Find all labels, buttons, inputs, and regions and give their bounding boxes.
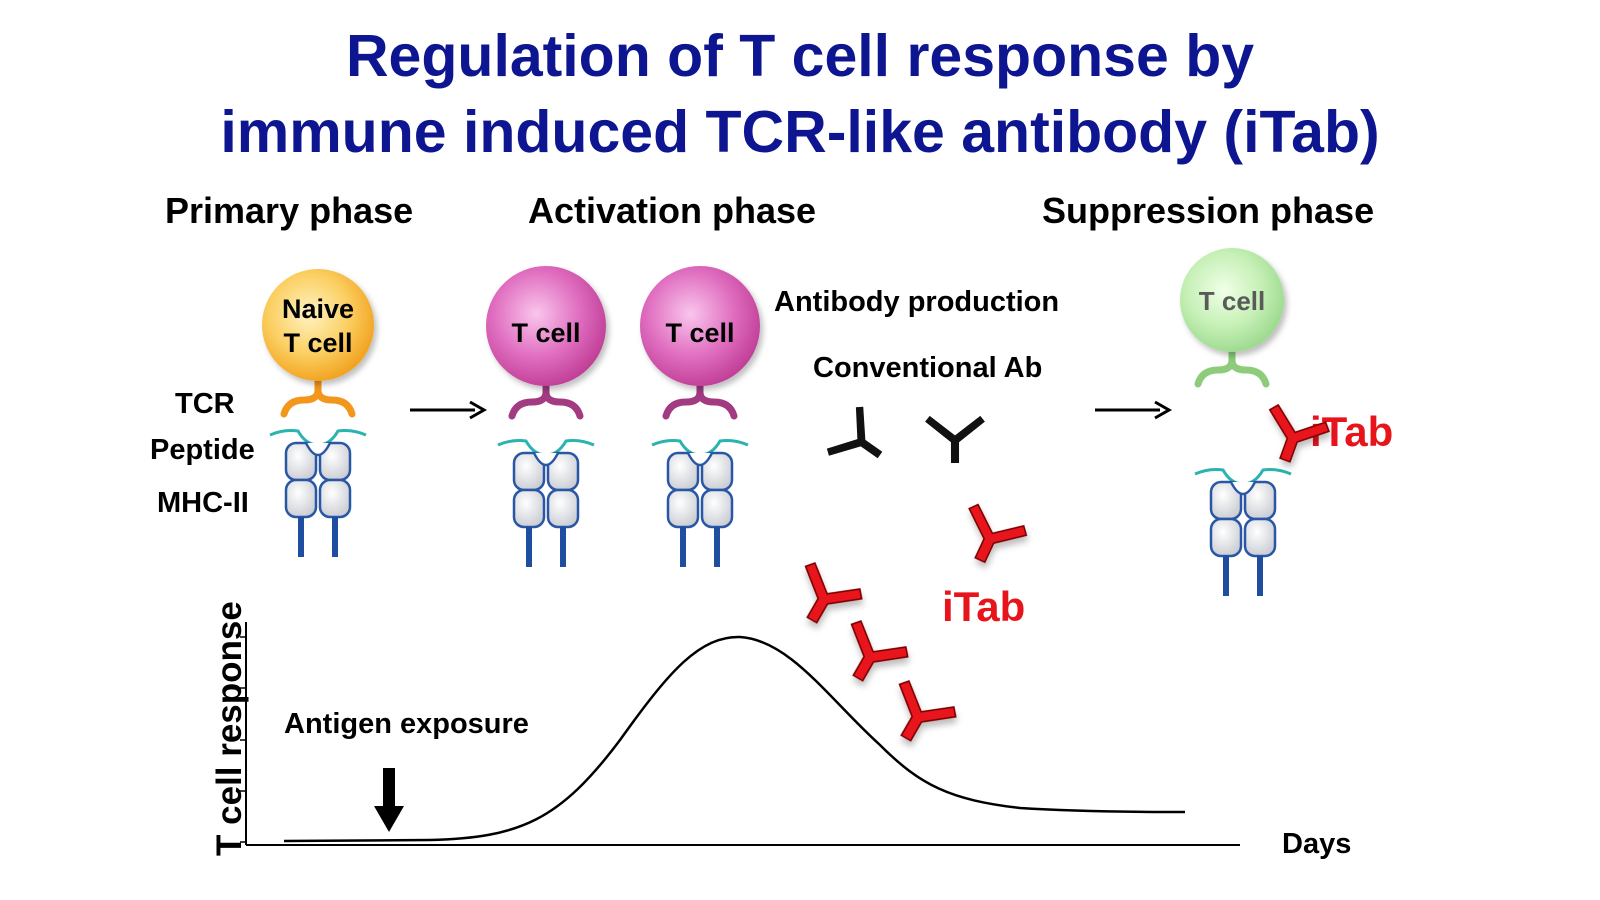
conventional-antibody-group: [824, 403, 985, 480]
mhc-complex-3: [650, 439, 750, 569]
arrow-right-icon: [410, 400, 488, 420]
mhc-complex-2: [496, 439, 596, 569]
itab-antibody-cluster-3: [878, 678, 959, 754]
tcr-label: TCR: [175, 388, 235, 420]
activation-phase-label: Activation phase: [528, 190, 817, 231]
suppressed-cell-text: T cell: [1199, 286, 1265, 316]
mhc-complex-1: [268, 429, 368, 559]
conventional-antibody-2: [925, 415, 985, 463]
page-title: Regulation of T cell response by immune …: [0, 18, 1600, 170]
naive-cell-text-1: Naive: [282, 294, 354, 324]
activated-cell-text-1: T cell: [511, 318, 580, 348]
naive-cell-text-2: T cell: [283, 328, 352, 358]
activated-t-cell-2: T cell: [640, 266, 760, 416]
mhc-label: MHC-II: [157, 487, 249, 519]
naive-t-cell: Naive T cell: [262, 269, 374, 414]
t-cell-response-curve: [283, 635, 1186, 843]
title-line-2: immune induced TCR-like antibody (iTab): [220, 99, 1380, 165]
suppression-phase-label: Suppression phase: [1042, 190, 1375, 231]
mhc-complex-4: [1193, 468, 1293, 598]
conventional-ab-label: Conventional Ab: [813, 352, 1043, 384]
antibody-production-label: Antibody production: [774, 286, 1060, 318]
conventional-antibody-1: [824, 403, 898, 480]
arrow-right-icon-2: [1095, 400, 1173, 420]
activated-cell-text-2: T cell: [665, 318, 734, 348]
primary-phase-label: Primary phase: [165, 190, 414, 231]
itab-antibody-cluster-2: [830, 618, 911, 694]
antigen-exposure-label: Antigen exposure: [284, 708, 529, 740]
title-line-1: Regulation of T cell response by: [345, 23, 1255, 89]
antigen-arrow-icon: [374, 768, 404, 832]
suppressed-t-cell: T cell: [1180, 248, 1284, 384]
itab-label-middle: iTab: [942, 583, 1026, 630]
itab-antibody-right: [1255, 403, 1331, 471]
naive-tcr-receptor: [284, 376, 352, 414]
peptide-label: Peptide: [150, 434, 255, 466]
activated-t-cell-1: T cell: [486, 266, 606, 416]
itab-antibody-middle: [951, 502, 1029, 573]
graph-axes: [240, 622, 1240, 846]
days-label: Days: [1282, 828, 1352, 860]
itab-cluster: [784, 560, 959, 754]
